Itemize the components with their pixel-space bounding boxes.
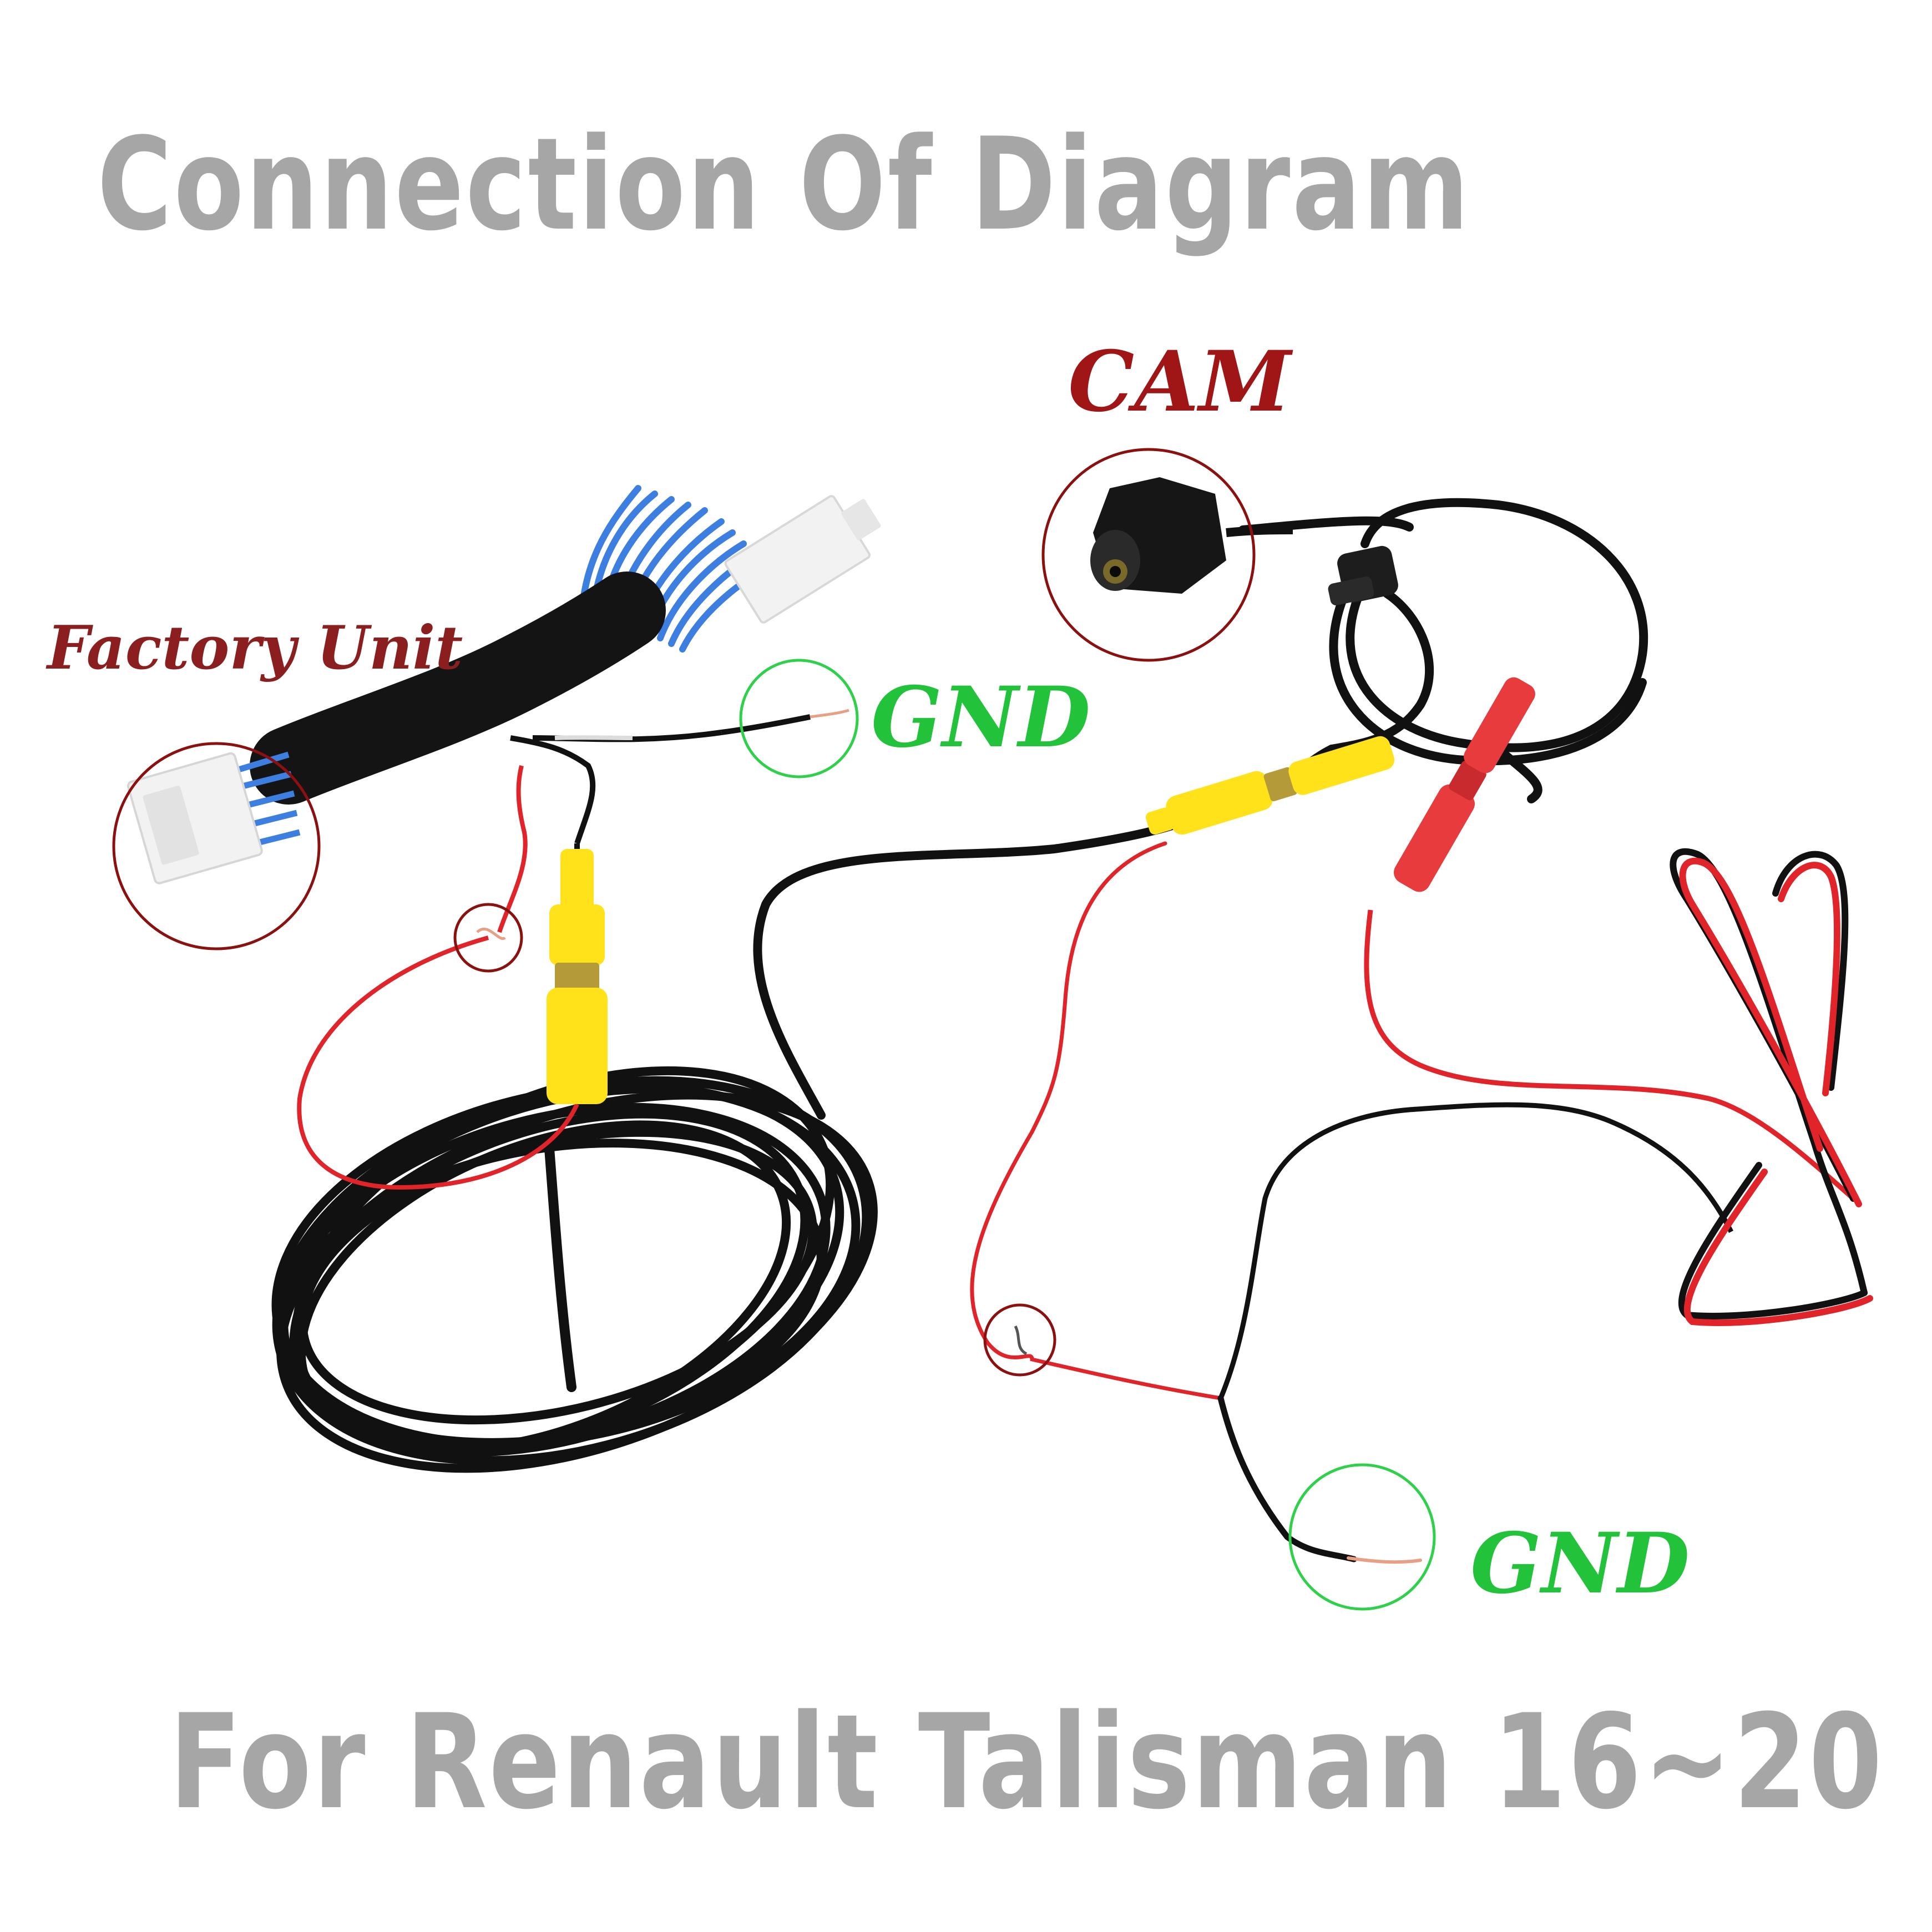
- camera-power-plug: [1394, 677, 1535, 892]
- gnd-top-marker-circle: [739, 659, 859, 778]
- factory-unit-marker-circle: [112, 742, 321, 950]
- gnd-top-label: GND: [871, 669, 1091, 766]
- camera-cable-loops: [1238, 498, 1648, 803]
- splice-marker-circle-right: [983, 1303, 1056, 1377]
- factory-harness: [127, 485, 881, 1190]
- black-ground-wire: [1218, 1102, 1734, 1399]
- black-ground-lead: [1217, 1395, 1357, 1562]
- stripped-copper-bottom: [1347, 1556, 1422, 1564]
- camera-body: [1090, 477, 1293, 594]
- cam-marker-circle: [1041, 448, 1256, 662]
- factory-unit-label: Factory Unit: [47, 613, 463, 683]
- camera-rca-connector: [1145, 736, 1395, 835]
- page-subtitle: For Renault Talisman 16~20: [169, 1687, 1884, 1838]
- cam-label: CAM: [1068, 333, 1291, 431]
- video-cable-to-camera: [753, 811, 1203, 1120]
- camera-inline-plug: [1328, 545, 1398, 606]
- splice-marker-circle-left: [453, 903, 523, 973]
- gnd-bottom-label: GND: [1470, 1515, 1690, 1612]
- gnd-bottom-marker-circle: [1288, 1463, 1436, 1611]
- power-cable-coil: [1670, 848, 1873, 1326]
- video-cable-coil: [271, 1066, 878, 1473]
- red-wire-to-pair: [1364, 909, 1855, 1201]
- red-power-wire-camera: [970, 841, 1223, 1400]
- page-title: Connection Of Diagram: [97, 111, 1471, 259]
